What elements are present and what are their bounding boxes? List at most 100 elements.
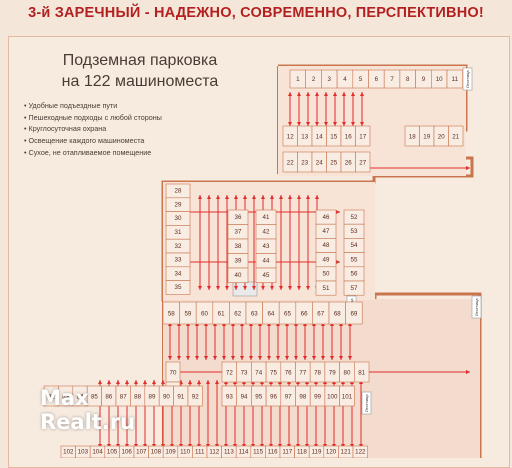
spot-box — [339, 385, 355, 407]
spot-number: 58 — [168, 311, 175, 318]
arrow-head — [249, 356, 253, 360]
parking-spot: 21 — [448, 125, 464, 147]
parking-spot: 86 — [101, 385, 117, 407]
parking-spot: 7 — [383, 69, 401, 89]
parking-spot: 91 — [173, 385, 189, 407]
spot-number: 61 — [218, 311, 225, 318]
parking-spot: 121 — [338, 445, 354, 458]
spot-number: 118 — [297, 448, 307, 455]
spot-number: 109 — [165, 448, 176, 455]
arrow-head — [252, 286, 256, 290]
stair-label: Лестница — [465, 70, 470, 88]
headline: 3-й ЗАРЕЧНЫЙ - НАДЕЖНО, СОВРЕМЕННО, ПЕРС… — [28, 5, 484, 21]
parking-spot: 93 — [221, 385, 237, 407]
arrow-head — [261, 286, 265, 290]
spot-box — [227, 267, 249, 283]
parking-spot: 95 — [251, 385, 267, 407]
parking-spot: 74 — [251, 361, 267, 383]
parking-spot: 118 — [294, 445, 310, 458]
spot-number: 31 — [175, 229, 182, 236]
parking-spot: 80 — [339, 361, 355, 383]
spot-number: 107 — [136, 448, 147, 455]
spot-number: 53 — [351, 228, 358, 235]
parking-spot: 63 — [245, 301, 263, 325]
spot-number: 21 — [452, 133, 459, 140]
parking-spot: 85 — [86, 385, 102, 407]
spot-number: 56 — [351, 271, 358, 278]
parking-spot: 35 — [165, 280, 191, 295]
parking-spot: 14 — [311, 125, 327, 147]
stair-label: Лестница — [364, 394, 369, 412]
spot-number: 115 — [253, 448, 263, 455]
arrow-head — [336, 260, 340, 264]
spot-number: 27 — [359, 159, 366, 166]
spot-number: 41 — [263, 214, 270, 221]
spot-number: 1 — [296, 76, 300, 83]
stair-label: Лестница — [474, 298, 479, 316]
arrow-head — [125, 380, 129, 384]
parking-spot: 113 — [221, 445, 237, 458]
arrow-head — [207, 286, 211, 290]
spot-number: 110 — [180, 448, 190, 455]
spot-number: 86 — [105, 393, 112, 400]
arrow-head — [336, 210, 340, 214]
spot-number: 49 — [323, 256, 330, 263]
spot-number: 78 — [314, 369, 321, 376]
parking-spot: 88 — [130, 385, 146, 407]
parking-spot: 120 — [323, 445, 339, 458]
spot-box — [355, 151, 371, 173]
parking-spot: 22 — [282, 151, 298, 173]
arrow-head — [342, 122, 346, 126]
spot-number: 39 — [235, 257, 242, 264]
spot-number: 38 — [235, 243, 242, 250]
spot-number: 108 — [151, 448, 162, 455]
parking-spot: 100 — [324, 385, 340, 407]
parking-spot: 29 — [165, 197, 191, 212]
watermark-line-1: Max — [40, 386, 89, 410]
parking-spot: 58 — [162, 301, 180, 325]
arrow-head — [240, 356, 244, 360]
parking-spot: 84 — [72, 385, 88, 407]
feature-item: Удобные подъездные пути — [24, 100, 162, 112]
arrow-head — [216, 195, 220, 199]
spot-number: 36 — [235, 214, 242, 221]
arrow-head — [312, 356, 316, 360]
spot-number: 17 — [359, 133, 366, 140]
spot-number: 99 — [314, 393, 321, 400]
feature-item: Освещение каждого машиноместа — [24, 135, 162, 147]
parking-spot: 94 — [236, 385, 252, 407]
spot-number: 82 — [48, 393, 55, 400]
spot-number: 18 — [409, 133, 416, 140]
parking-spot: 65 — [278, 301, 297, 325]
parking-spot: 62 — [229, 301, 247, 325]
arrow-head — [198, 195, 202, 199]
parking-spot: 64 — [262, 301, 280, 325]
parking-spot: 55 — [343, 252, 365, 268]
arrow-head — [321, 356, 325, 360]
spot-box — [345, 301, 363, 325]
spot-box — [255, 267, 277, 283]
parking-spot: 46 — [315, 209, 337, 225]
spot-number: 5 — [359, 76, 363, 83]
spot-box — [315, 280, 337, 296]
parking-spot: 59 — [179, 301, 197, 325]
arrow-head — [261, 195, 265, 199]
parking-spot: 61 — [212, 301, 230, 325]
parking-spot: 10 — [430, 69, 448, 89]
parking-spot: 57 — [343, 280, 365, 296]
arrow-head — [330, 356, 334, 360]
arrow-head — [188, 380, 192, 384]
parking-spot: 111 — [192, 445, 208, 458]
parking-spot: 68 — [328, 301, 346, 325]
parking-spot: 66 — [295, 301, 313, 325]
parking-spot: 26 — [340, 151, 356, 173]
arrow-head — [195, 356, 199, 360]
spot-number: 79 — [329, 369, 336, 376]
spot-number: 52 — [351, 214, 358, 221]
spot-number: 94 — [241, 393, 248, 400]
spot-number: 102 — [63, 448, 74, 455]
arrow-head — [116, 380, 120, 384]
parking-spot: 27 — [355, 151, 371, 173]
parking-spot: 119 — [308, 445, 325, 458]
parking-spot: 122 — [352, 445, 368, 458]
